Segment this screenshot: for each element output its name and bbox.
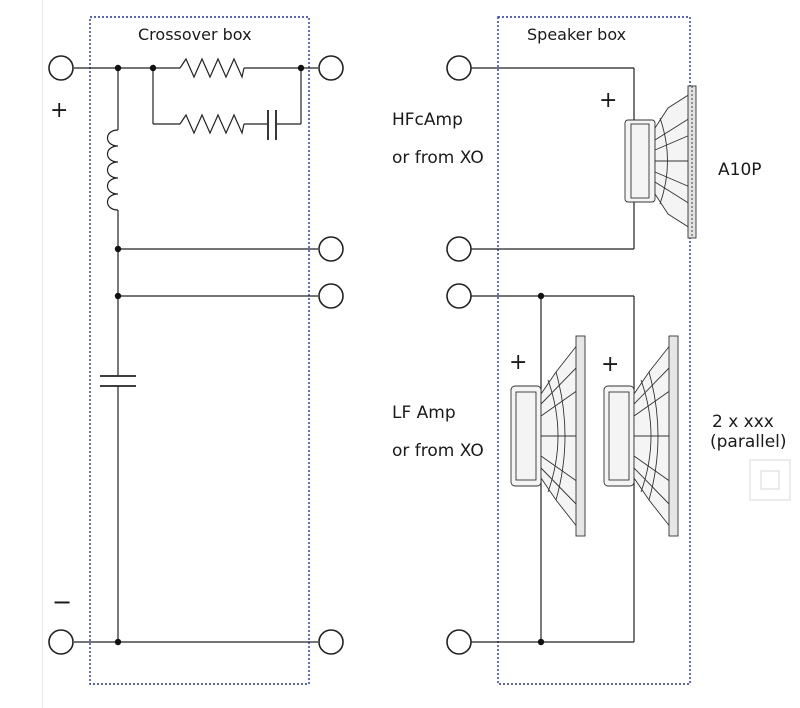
junction-dot: [297, 64, 305, 72]
selection-handle-icon[interactable]: [749, 459, 791, 501]
input-minus-terminal: [48, 629, 74, 655]
lf-source-sublabel: or from XO: [392, 441, 484, 461]
input-plus-sign: +: [50, 98, 69, 123]
crossover-box-outline: [89, 16, 310, 685]
junction-dot: [537, 292, 545, 300]
resistor-series: [179, 57, 245, 79]
hf-out-plus-terminal: [318, 55, 344, 81]
junction-dot: [114, 64, 122, 72]
junction-dot: [149, 64, 157, 72]
junction-dot: [114, 292, 122, 300]
capacitor-shunt: [100, 375, 136, 387]
page-edge-rule: [42, 0, 43, 708]
crossover-box-title: Crossover box: [138, 25, 252, 44]
hf-driver-plus-sign: +: [599, 88, 618, 113]
hf-source-label: HFcAmp: [392, 110, 463, 130]
lf-driver-wiring-label: (parallel): [710, 432, 787, 452]
inductor: [106, 129, 119, 211]
hf-driver-model-label: A10P: [718, 160, 762, 180]
lf-out-minus-terminal: [318, 629, 344, 655]
speaker-box-title: Speaker box: [527, 25, 627, 44]
hf-out-minus-terminal: [318, 236, 344, 262]
spk-hf-plus-terminal: [446, 55, 472, 81]
lf-driver-1-plus-sign: +: [509, 350, 528, 375]
lf-source-label: LF Amp: [392, 403, 456, 423]
hf-source-sublabel: or from XO: [392, 148, 484, 168]
junction-dot: [114, 245, 122, 253]
speaker-box-outline: [497, 16, 691, 685]
capacitor-branch: [267, 110, 277, 140]
junction-dot: [114, 638, 122, 646]
input-minus-sign: −: [52, 588, 73, 616]
resistor-branch: [179, 113, 245, 135]
lf-driver-2-icon: [603, 335, 679, 537]
input-plus-terminal: [48, 55, 74, 81]
spk-hf-minus-terminal: [446, 236, 472, 262]
spk-lf-minus-terminal: [446, 629, 472, 655]
hf-driver-icon: [624, 85, 697, 239]
junction-dot: [537, 638, 545, 646]
lf-driver-2-plus-sign: +: [601, 352, 620, 377]
lf-out-plus-terminal: [318, 283, 344, 309]
lf-driver-count-label: 2 x xxx: [712, 412, 774, 432]
lf-driver-1-icon: [510, 335, 586, 537]
spk-lf-plus-terminal: [446, 283, 472, 309]
